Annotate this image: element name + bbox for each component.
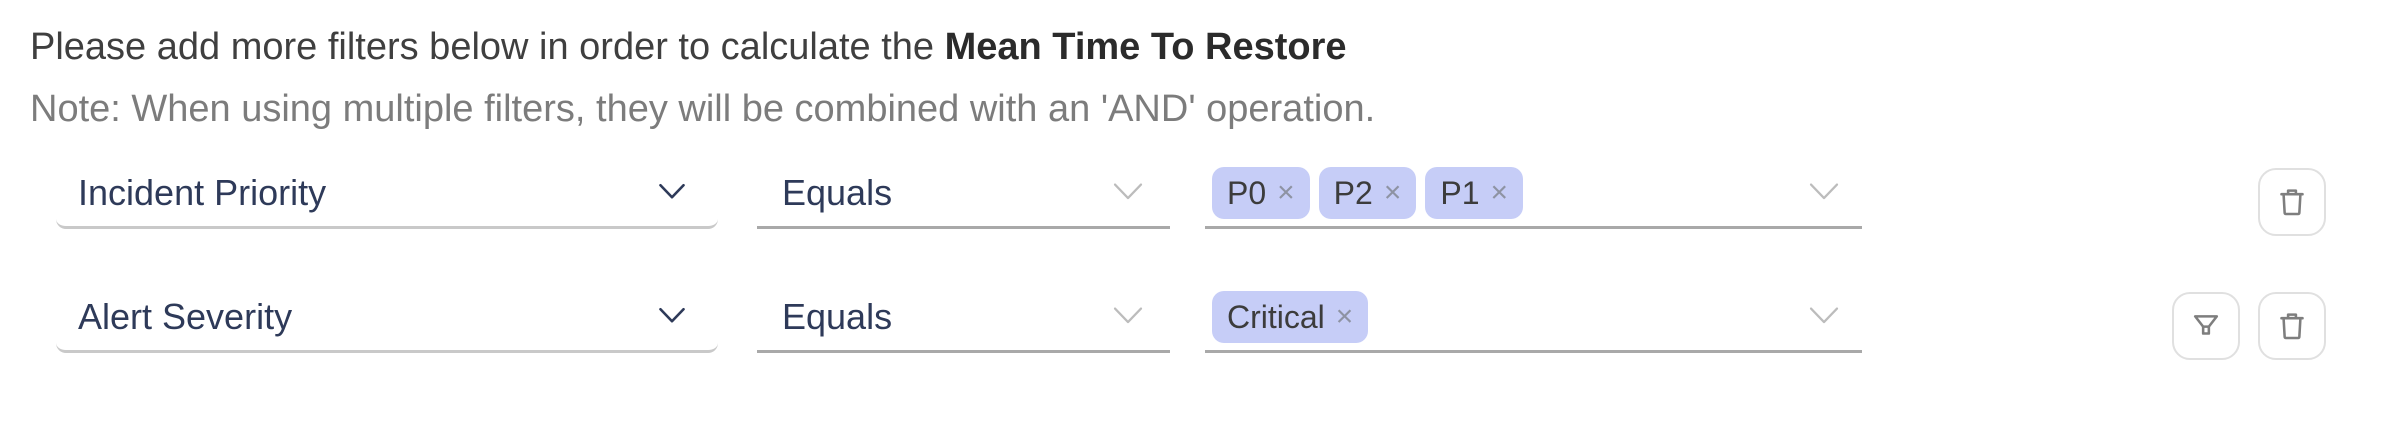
filter-field-label: Alert Severity	[78, 296, 293, 337]
operator-label: Equals	[782, 172, 893, 213]
value-chip-label: P0	[1227, 174, 1267, 211]
value-chip: P2 ×	[1318, 167, 1417, 219]
chevron-down-icon	[659, 307, 685, 323]
selected-values: Critical ×	[1205, 291, 1369, 343]
delete-filter-button-row1[interactable]	[2258, 168, 2326, 236]
value-chip-label: Critical	[1227, 298, 1325, 335]
filter-field-select-row1[interactable]: Incident Priority	[56, 160, 718, 229]
operator-label: Equals	[782, 296, 893, 337]
delete-filter-button-row2[interactable]	[2258, 292, 2326, 360]
apply-filter-button-row2[interactable]	[2172, 292, 2240, 360]
remove-value-icon[interactable]: ×	[1383, 176, 1402, 209]
selected-values: P0 × P2 × P1 ×	[1205, 167, 1524, 219]
value-chip-label: P2	[1333, 174, 1373, 211]
chevron-down-icon	[659, 183, 685, 199]
remove-value-icon[interactable]: ×	[1277, 176, 1295, 209]
chevron-down-icon	[1113, 183, 1143, 200]
chevron-down-icon	[1809, 307, 1839, 324]
chevron-down-icon	[1809, 183, 1839, 200]
instruction-intro: Please add more filters below in order t…	[30, 26, 935, 68]
remove-value-icon[interactable]: ×	[1490, 176, 1509, 209]
funnel-icon	[2193, 315, 2219, 335]
metric-name: Mean Time To Restore	[944, 26, 1347, 68]
values-multiselect-row2[interactable]: Critical ×	[1205, 284, 1862, 353]
note-text: Note: When using multiple filters, they …	[30, 88, 1376, 130]
value-chip-label: P1	[1440, 174, 1480, 211]
remove-value-icon[interactable]: ×	[1335, 300, 1354, 333]
chevron-down-icon	[1113, 307, 1143, 324]
instruction-text: Please add more filters below in order t…	[30, 24, 1347, 70]
value-chip: P1 ×	[1425, 167, 1524, 219]
value-chip: P0 ×	[1212, 167, 1310, 219]
value-chip: Critical ×	[1212, 291, 1369, 343]
trash-icon	[2280, 313, 2304, 340]
operator-select-row2[interactable]: Equals	[757, 284, 1170, 353]
filter-field-select-row2[interactable]: Alert Severity	[56, 284, 718, 353]
filter-field-label: Incident Priority	[78, 172, 327, 213]
values-multiselect-row1[interactable]: P0 × P2 × P1 ×	[1205, 160, 1862, 229]
operator-select-row1[interactable]: Equals	[757, 160, 1170, 229]
trash-icon	[2280, 189, 2304, 216]
